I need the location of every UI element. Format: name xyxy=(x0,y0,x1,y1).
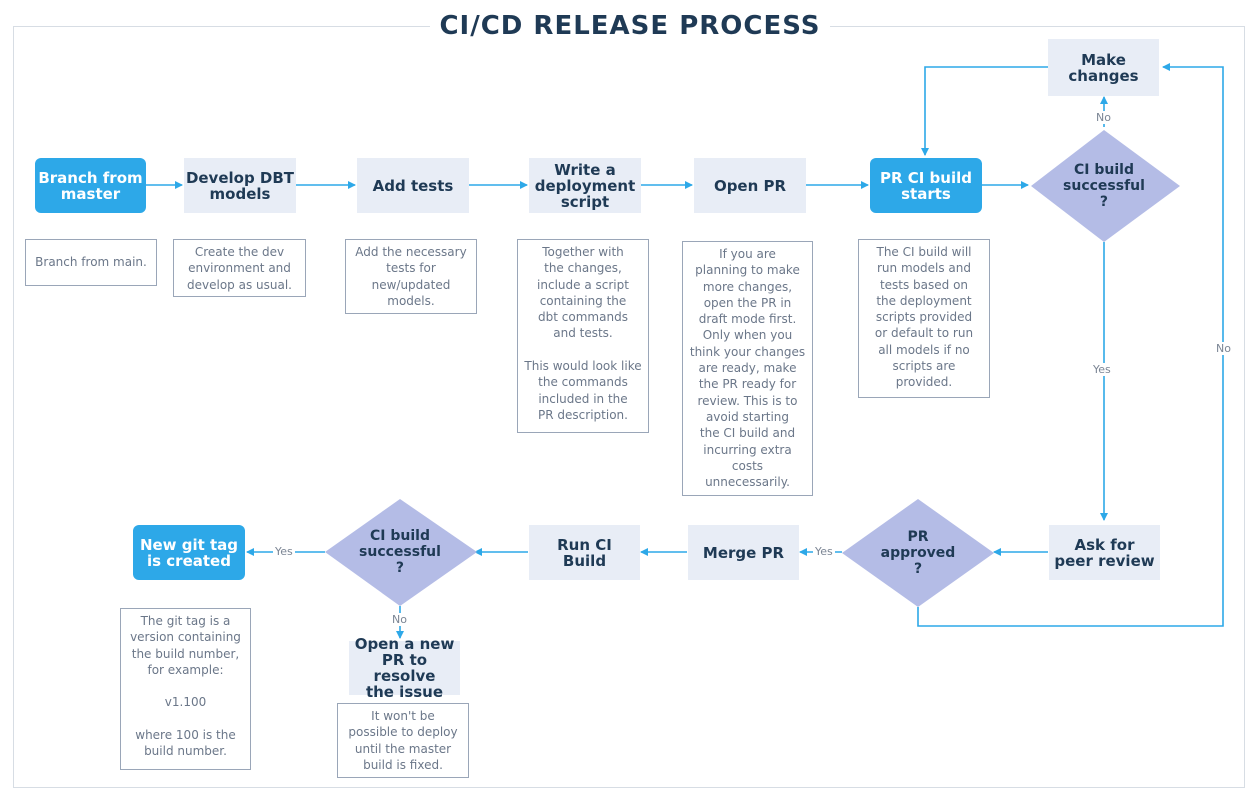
note-together-with-changes: Together with the changes, include a scr… xyxy=(517,239,649,433)
step-add-tests: Add tests xyxy=(357,158,469,213)
edge-label-yes-review: Yes xyxy=(1091,363,1113,376)
step-run-ci-build: Run CI Build xyxy=(529,525,640,580)
edge-label-yes-merge: Yes xyxy=(813,545,835,558)
step-open-new-pr: Open a new PR to resolve the issue xyxy=(349,636,460,700)
step-make-changes: Make changes xyxy=(1048,39,1159,96)
edge-label-yes-tag: Yes xyxy=(273,545,295,558)
note-branch-from-main: Branch from main. xyxy=(25,239,157,286)
arrow-makechanges-to-cibuild xyxy=(921,66,1048,156)
note-ci-build-will-run: The CI build will run models and tests b… xyxy=(858,239,990,398)
note-if-planning-changes: If you are planning to make more changes… xyxy=(682,241,813,496)
note-wont-be-possible: It won't be possible to deploy until the… xyxy=(337,703,469,778)
decision-diamond-ci-build-1 xyxy=(1031,130,1180,242)
step-merge-pr: Merge PR xyxy=(688,525,799,580)
step-write-deployment-script: Write a deployment script xyxy=(529,158,641,213)
decision-diamond-ci-build-2 xyxy=(325,499,477,606)
step-open-pr: Open PR xyxy=(694,158,806,213)
step-ask-for-peer-review: Ask for peer review xyxy=(1049,525,1160,580)
edge-label-no-right: No xyxy=(1214,342,1233,355)
edge-label-no-bottom: No xyxy=(390,613,409,626)
step-pr-ci-build-starts: PR CI build starts xyxy=(870,158,982,213)
decision-label-ci-build-1: CI build successful ? xyxy=(1063,162,1145,210)
decision-label-pr-approved: PR approved ? xyxy=(880,529,956,577)
diagram-title: CI/CD RELEASE PROCESS xyxy=(430,6,830,46)
decision-diamond-pr-approved xyxy=(842,499,994,607)
step-develop-dbt-models: Develop DBT models xyxy=(184,158,296,213)
step-branch-from-master: Branch from master xyxy=(35,158,146,213)
note-add-necessary-tests: Add the necessary tests for new/updated … xyxy=(345,239,477,314)
step-new-git-tag: New git tag is created xyxy=(133,525,245,580)
note-create-dev-environment: Create the dev environment and develop a… xyxy=(173,239,306,297)
arrow-approved-no-to-makechanges xyxy=(917,63,1224,627)
note-git-tag-version: The git tag is a version containing the … xyxy=(120,608,251,770)
decision-label-ci-build-2: CI build successful ? xyxy=(359,528,441,576)
edge-label-no-top: No xyxy=(1094,111,1113,124)
